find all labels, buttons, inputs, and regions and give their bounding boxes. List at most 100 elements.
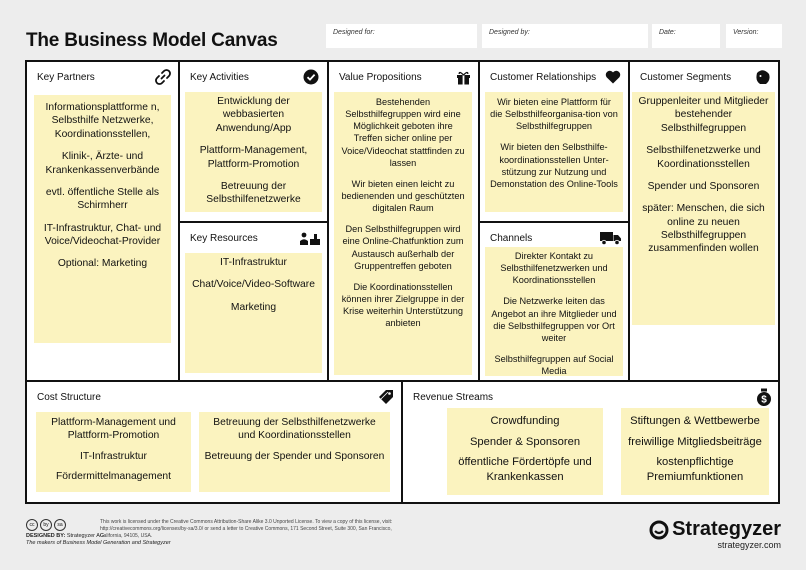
sticky-note: Wir bieten eine Plattform für die Selbst… xyxy=(485,92,623,212)
cost-structure-block: Cost Structure Plattform-Management und … xyxy=(27,382,401,502)
gift-icon xyxy=(454,68,472,86)
channels-block: Channels Direkter Kontakt zu Selbsthilfe… xyxy=(480,223,628,380)
sticky-note: IT-Infrastruktur Chat/Voice/Video-Softwa… xyxy=(185,253,322,373)
note-text: Selbsthilfenetzwerke und Koordinationsst… xyxy=(646,145,761,170)
note-text: Gruppenleiter und Mitglieder bestehender… xyxy=(638,96,769,134)
note-text: Bestehenden Selbsthilfegruppen wird eine… xyxy=(341,97,465,168)
channels-heading: Channels xyxy=(490,233,533,244)
key-partners-heading: Key Partners xyxy=(37,72,95,83)
designed-for-label: Designed for: xyxy=(333,29,375,36)
strategyzer-logo-icon xyxy=(649,520,669,539)
note-text: Crowdfunding xyxy=(490,415,560,427)
note-text: Plattform-Management, Plattform-Promotio… xyxy=(199,145,308,170)
heart-icon xyxy=(604,68,622,86)
cc-license-badges: cc by sa xyxy=(26,519,66,531)
customer-segments-block: Customer Segments Gruppenleiter und Mitg… xyxy=(630,62,778,380)
customer-relationships-block: Customer Relationships Wir bieten eine P… xyxy=(480,62,628,221)
note-text: Wir bieten eine Plattform für die Selbst… xyxy=(490,97,618,132)
sticky-note: Bestehenden Selbsthilfegruppen wird eine… xyxy=(334,92,472,375)
designed-by-label: Designed by: xyxy=(489,29,530,36)
customer-relationships-heading: Customer Relationships xyxy=(490,72,597,83)
note-text: Chat/Voice/Video-Software xyxy=(192,279,315,291)
note-text: öffentliche Fördertöpfe und Krankenkasse… xyxy=(458,456,592,483)
sticky-note: Betreuung der Selbsthilfenetzwerke und K… xyxy=(199,412,390,492)
customer-segments-heading: Customer Segments xyxy=(640,72,732,83)
sticky-note: Crowdfunding Spender & Sponsoren öffentl… xyxy=(447,408,603,495)
note-text: später: Menschen, die sich online zu neu… xyxy=(642,203,765,255)
version-field[interactable]: Version: xyxy=(726,24,782,48)
date-label: Date: xyxy=(659,29,676,36)
key-activities-heading: Key Activities xyxy=(190,72,249,83)
version-label: Version: xyxy=(733,29,759,36)
license-line: This work is licensed under the Creative… xyxy=(100,519,393,525)
note-text: kostenpflichtige Premiumfunktionen xyxy=(646,456,744,483)
key-resources-heading: Key Resources xyxy=(190,233,258,244)
designed-for-field[interactable]: Designed for: xyxy=(326,24,477,48)
note-text: Plattform-Management und Plattform-Promo… xyxy=(51,417,176,442)
factory-workers-icon xyxy=(298,229,322,247)
key-resources-block: Key Resources IT-Infrastruktur Chat/Voic… xyxy=(180,223,327,380)
cc-sa-icon: sa xyxy=(54,519,66,531)
note-text: Wir bieten einen leicht zu bedienenden u… xyxy=(341,178,465,214)
divider xyxy=(178,221,329,223)
designed-by: DESIGNED BY: Strategyzer AG The makers o… xyxy=(26,533,171,548)
check-circle-icon xyxy=(302,68,320,86)
divider xyxy=(478,221,629,223)
brand-url[interactable]: strategyzer.com xyxy=(717,540,781,550)
price-tag-icon xyxy=(377,388,395,406)
note-text: freiwillige Mitgliedsbeiträge xyxy=(628,435,762,448)
strategyzer-logo: Strategyzer xyxy=(649,518,781,541)
brand-name: Strategyzer xyxy=(672,518,781,540)
note-text: evtl. öffentliche Stelle als Schirmherr xyxy=(45,186,160,212)
sticky-note: Plattform-Management und Plattform-Promo… xyxy=(36,412,191,492)
date-field[interactable]: Date: xyxy=(652,24,720,48)
key-activities-block: Key Activities Entwicklung der webbasier… xyxy=(180,62,327,221)
note-text: Informationsplattforme n, Selbsthilfe Ne… xyxy=(45,102,160,140)
license-line: http://creativecommons.org/licenses/by-s… xyxy=(100,525,392,539)
value-propositions-heading: Value Propositions xyxy=(339,72,422,83)
designed-by-label: DESIGNED BY: xyxy=(26,533,66,539)
note-text: Entwicklung der webbasierten Anwendung/A… xyxy=(215,96,292,134)
designed-by-field[interactable]: Designed by: xyxy=(482,24,648,48)
business-model-canvas: Key Partners Informationsplattforme n, S… xyxy=(25,60,780,504)
note-text: Stiftungen & Wettbewerbe xyxy=(630,415,760,427)
designed-by-value: Strategyzer AG xyxy=(66,533,105,539)
cost-structure-heading: Cost Structure xyxy=(37,392,101,403)
note-text: Die Netzwerke leiten das Angebot an ihre… xyxy=(491,296,617,343)
canvas-title: The Business Model Canvas xyxy=(26,30,278,51)
svg-text:$: $ xyxy=(761,395,767,406)
note-text: Betreuung der Spender und Sponsoren xyxy=(204,450,385,462)
note-text: Marketing xyxy=(230,301,277,313)
note-text: IT-Infrastruktur, Chat- und Voice/Videoc… xyxy=(43,222,162,247)
link-icon xyxy=(154,68,172,86)
delivery-truck-icon xyxy=(600,229,622,247)
cc-by-icon: by xyxy=(40,519,52,531)
revenue-streams-heading: Revenue Streams xyxy=(413,392,494,403)
note-text: Betreuung der Selbsthilfenetzwerke und K… xyxy=(213,417,376,442)
divider xyxy=(401,380,403,502)
sticky-note: Stiftungen & Wettbewerbe freiwillige Mit… xyxy=(621,408,769,495)
note-text: Fördermittelmanagement xyxy=(55,471,172,483)
sticky-note: Informationsplattforme n, Selbsthilfe Ne… xyxy=(34,95,171,343)
note-text: Den Selbsthilfegruppen wird eine Online-… xyxy=(342,224,464,271)
note-text: Die Koordinationsstellen können ihrer Zi… xyxy=(341,281,465,329)
note-text: Selbsthilfegruppen auf Social Media xyxy=(494,353,614,377)
note-text: IT-Infrastruktur xyxy=(80,450,147,462)
note-text: Optional: Marketing xyxy=(57,258,148,270)
value-propositions-block: Value Propositions Bestehenden Selbsthil… xyxy=(329,62,478,380)
note-text: Spender und Sponsoren xyxy=(647,180,760,192)
cc-icon: cc xyxy=(26,519,38,531)
sticky-note: Direkter Kontakt zu Selbsthilfenetzwerke… xyxy=(485,247,623,376)
note-text: IT-Infrastruktur xyxy=(220,257,287,268)
license-text: This work is licensed under the Creative… xyxy=(100,519,400,539)
divider xyxy=(628,62,630,380)
revenue-streams-block: Revenue Streams $ Crowdfunding Spender &… xyxy=(403,382,778,502)
money-bag-icon: $ xyxy=(755,388,773,406)
note-text: Spender & Sponsoren xyxy=(469,435,581,448)
user-head-icon xyxy=(754,68,772,86)
sticky-note: Entwicklung der webbasierten Anwendung/A… xyxy=(185,92,322,212)
tagline: The makers of Business Model Generation … xyxy=(26,540,171,547)
sticky-note: Gruppenleiter und Mitglieder bestehender… xyxy=(632,92,775,325)
note-text: Wir bieten den Selbsthilfe-koordinations… xyxy=(490,142,618,189)
key-partners-block: Key Partners Informationsplattforme n, S… xyxy=(27,62,178,380)
